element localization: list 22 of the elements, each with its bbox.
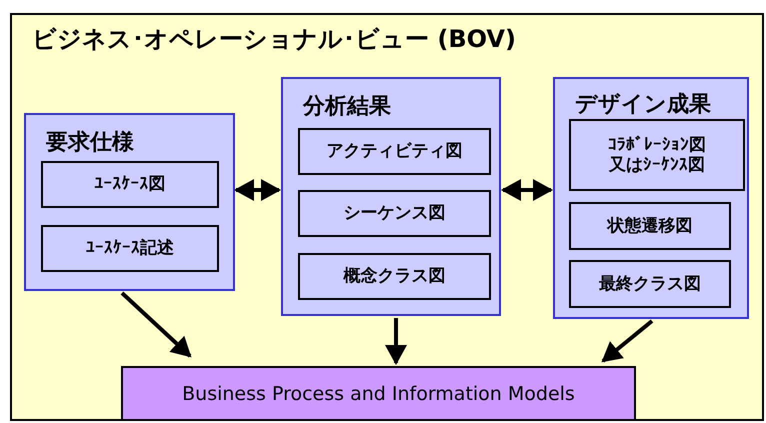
model-box: Business Process and Information Models — [121, 366, 636, 421]
arrow — [385, 318, 407, 365]
diagram-box: ﾕｰｽｹｰｽ図 — [41, 161, 219, 208]
diagram-box: アクティビティ図 — [298, 128, 491, 175]
group-title: デザイン成果 — [575, 91, 711, 119]
diagram-box: 概念クラス図 — [298, 253, 491, 300]
diagram-box: ｺﾗﾎﾞﾚｰｼｮﾝ図又はｼｰｹﾝｽ図 — [569, 119, 745, 191]
diagram-box: シーケンス図 — [298, 190, 491, 237]
group-box — [553, 77, 749, 319]
double-arrow — [501, 179, 553, 201]
arrow — [601, 319, 654, 363]
diagram-box: ﾕｰｽｹｰｽ記述 — [41, 225, 219, 272]
view-panel — [10, 13, 764, 421]
view-title: ビジネス･オペレーショナル･ビュー (BOV) — [32, 24, 516, 55]
group-box — [281, 77, 501, 316]
group-title: 要求仕様 — [46, 129, 134, 157]
group-title: 分析結果 — [303, 93, 391, 121]
diagram-box: 最終クラス図 — [569, 260, 731, 308]
diagram-box: 状態遷移図 — [569, 202, 731, 250]
group-box — [24, 113, 235, 291]
arrow — [120, 292, 192, 358]
double-arrow — [234, 179, 281, 201]
